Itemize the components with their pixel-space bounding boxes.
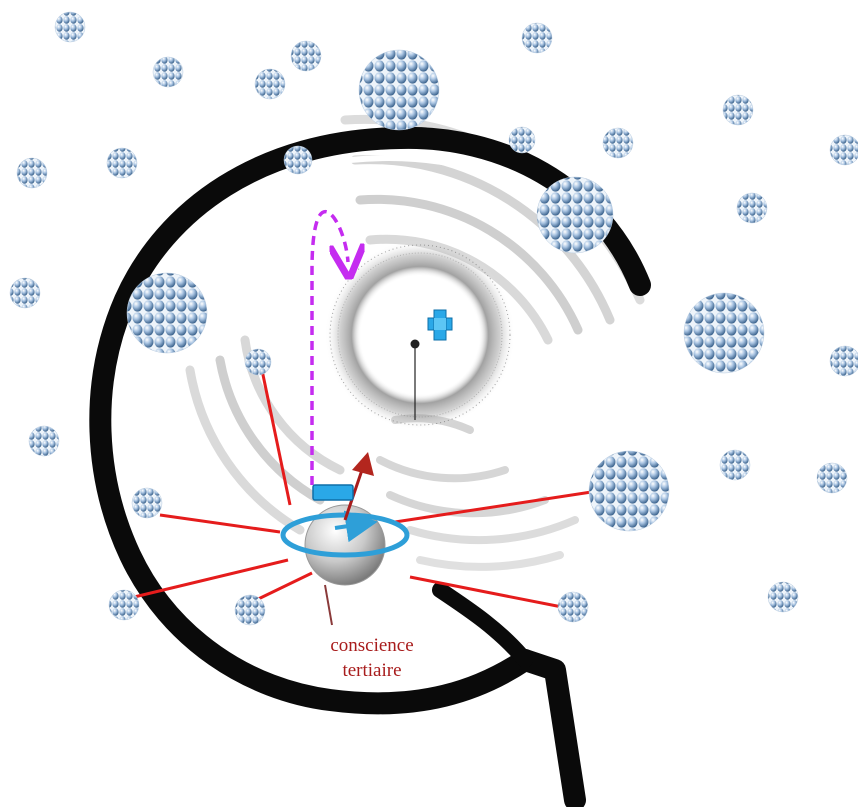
- bead-spheres-small: [9, 11, 858, 626]
- bead-sphere: [283, 145, 313, 175]
- bead-sphere: [234, 594, 266, 626]
- connector: [260, 369, 292, 506]
- connector: [394, 489, 599, 524]
- bead-sphere: [557, 591, 589, 623]
- fuzzy-ring: [325, 240, 515, 430]
- wave-arc: [185, 365, 305, 535]
- bead-sphere: [722, 94, 754, 126]
- bead-sphere: [602, 127, 634, 159]
- nucleus-dot: [410, 339, 420, 349]
- bead-sphere: [521, 22, 553, 54]
- connector-lines: [129, 369, 599, 609]
- bead-sphere-large: [536, 176, 614, 254]
- blue-block-icon: [312, 484, 354, 501]
- bead-spheres-large: [126, 49, 765, 532]
- connector: [159, 513, 281, 534]
- connector: [129, 558, 289, 600]
- bead-sphere-large: [683, 292, 765, 374]
- wave-arc: [215, 355, 325, 505]
- observer: [280, 452, 410, 626]
- bead-sphere: [9, 277, 41, 309]
- bead-sphere: [508, 126, 536, 154]
- wave-arc: [350, 155, 615, 325]
- connector: [251, 571, 313, 604]
- bead-sphere: [131, 487, 163, 519]
- bead-sphere: [244, 348, 272, 376]
- bead-sphere: [736, 192, 768, 224]
- bead-sphere: [54, 11, 86, 43]
- label-line-2: tertiaire: [342, 660, 401, 681]
- wave-arc: [376, 456, 509, 483]
- bead-sphere: [254, 68, 286, 100]
- bead-sphere: [816, 462, 848, 494]
- blue-cross-icon: [427, 309, 453, 341]
- bead-sphere: [719, 449, 751, 481]
- wave-arc: [386, 491, 549, 518]
- spiral-outer: [89, 126, 651, 715]
- bead-sphere-large: [588, 450, 670, 532]
- bead-sphere: [28, 425, 60, 457]
- observer-pointer: [324, 584, 333, 626]
- spiral-tail: [514, 649, 586, 807]
- central-nucleus: [325, 240, 515, 430]
- red-arrow-icon: [352, 452, 374, 476]
- wave-arc: [416, 551, 564, 571]
- bead-sphere: [290, 40, 322, 72]
- label-group: conscience tertiaire: [330, 635, 413, 681]
- bead-sphere: [829, 345, 858, 377]
- dotted-ring: [337, 252, 503, 418]
- bead-sphere: [152, 56, 184, 88]
- bead-sphere: [106, 147, 138, 179]
- bead-sphere-large: [126, 272, 208, 354]
- connector: [409, 575, 563, 609]
- wave-arc: [406, 516, 579, 545]
- bead-sphere: [16, 157, 48, 189]
- wave-arc: [355, 194, 583, 335]
- dashed-path: [310, 210, 348, 485]
- bead-sphere: [829, 134, 858, 166]
- dotted-ring: [329, 244, 511, 426]
- spiral-inner-end: [432, 582, 533, 668]
- black-spiral: [89, 126, 651, 807]
- orbit-arrow: [334, 510, 378, 543]
- bead-sphere: [767, 581, 799, 613]
- bead-sphere: [108, 589, 140, 621]
- label-line-1: conscience: [330, 635, 413, 656]
- bead-sphere-large: [358, 49, 440, 131]
